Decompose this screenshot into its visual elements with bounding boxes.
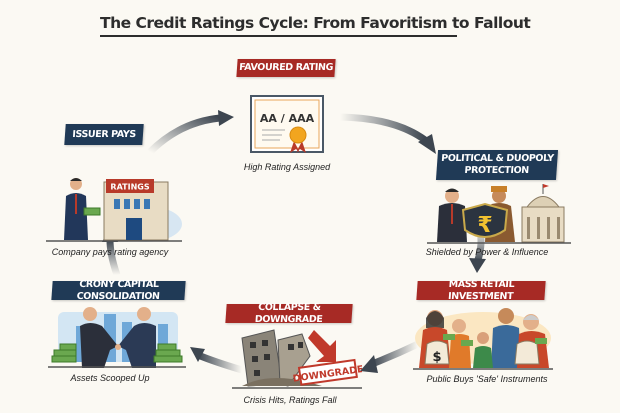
collapse-downgrade-badge: COLLAPSE & DOWNGRADE <box>225 302 353 325</box>
ratings-sign: RATINGS <box>110 183 149 192</box>
favoured-caption: High Rating Assigned <box>243 162 331 172</box>
arrow-favoured-to-political <box>339 113 436 154</box>
down-arrow-icon <box>308 330 336 362</box>
money-bag-symbol: $ <box>432 350 441 365</box>
crony-caption: Assets Scooped Up <box>70 373 150 383</box>
rupee-symbol: ₹ <box>477 213 492 238</box>
seal-icon <box>289 126 307 144</box>
mass-retail-badge: MASS RETAIL INVESTMENT <box>416 279 546 302</box>
cash-stacks-icon <box>51 343 183 363</box>
political-illustration: ₹ <box>427 184 571 244</box>
retail-caption: Public Buys 'Safe' Instruments <box>426 374 548 384</box>
handshake-icon <box>115 344 121 350</box>
money-bag-icon <box>514 340 540 365</box>
political-protection-badge: POLITICAL & DUOPOLY PROTECTION <box>435 150 559 180</box>
collapse-illustration: DOWNGRADE <box>232 329 362 389</box>
political-caption: Shielded by Power & Influence <box>425 247 549 257</box>
issuer-illustration: RATINGS <box>46 178 182 242</box>
issuer-pays-badge: ISSUER PAYS <box>64 124 144 145</box>
shield-icon <box>461 202 509 238</box>
crony-illustration <box>48 307 186 368</box>
political-badge-line1: POLITICAL & DUOPOLY <box>440 153 555 164</box>
page-title: The Credit Ratings Cycle: From Favoritis… <box>100 14 531 37</box>
cash-icon <box>83 207 101 216</box>
arrow-retail-to-collapse <box>360 340 420 373</box>
issuer-caption: Company pays rating agency <box>51 247 169 257</box>
certificate-rating-text: AA / AAA <box>260 112 315 125</box>
crony-capital-badge: CRONY CAPITAL CONSOLIDATION <box>51 279 186 302</box>
arrow-issuer-to-favoured <box>147 110 234 155</box>
collapse-caption: Crisis Hits, Ratings Fall <box>243 395 337 405</box>
arrow-collapse-to-crony <box>190 347 243 374</box>
retail-family-illustration: $ <box>413 308 553 370</box>
certificate-illustration: AA / AAA <box>250 95 324 153</box>
favoured-rating-badge: FAVOURED RATING <box>236 59 336 77</box>
political-badge-line2: PROTECTION <box>464 165 530 176</box>
